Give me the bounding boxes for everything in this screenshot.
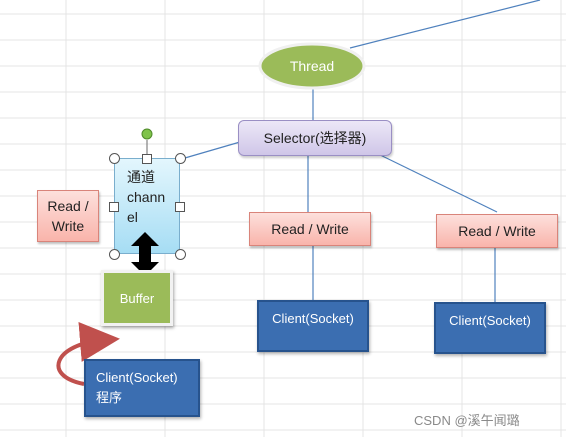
selector-channel-line [177, 141, 241, 161]
read-write-right-node: Read / Write [436, 214, 558, 248]
client-mid-label: Client(Socket) [272, 311, 354, 326]
client-left-line1: Client(Socket) [96, 370, 178, 385]
client-right-label: Client(Socket) [449, 313, 531, 328]
channel-label-1: chann [127, 189, 166, 205]
rw-right-label: Read / Write [458, 223, 536, 239]
thread-to-top-line [349, 0, 541, 49]
client-socket-program-node: Client(Socket) 程序 [84, 359, 200, 417]
buffer-node: Buffer [101, 270, 173, 326]
channel-label-cn: 通道 [127, 169, 155, 185]
selector-node: Selector(选择器) [238, 120, 392, 156]
channel-node[interactable]: 通道 chann el [114, 158, 180, 254]
thread-label: Thread [290, 58, 334, 74]
selection-handle[interactable] [109, 153, 120, 164]
selection-handle[interactable] [142, 154, 152, 164]
rw-left-line2: Write [51, 218, 85, 234]
selection-handle[interactable] [175, 202, 185, 212]
client-left-line2: 程序 [96, 390, 123, 405]
selection-handle[interactable] [109, 249, 120, 260]
client-socket-right-node: Client(Socket) [434, 302, 546, 354]
watermark: CSDN @溪午闻璐 [414, 413, 520, 428]
channel-label-2: el [127, 209, 138, 225]
read-write-left-node: Read / Write [37, 190, 99, 242]
rotate-handle [141, 128, 153, 140]
buffer-label: Buffer [119, 290, 155, 306]
selector-label: Selector(选择器) [263, 130, 367, 146]
curved-arrow [56, 321, 120, 386]
thread-node [258, 42, 366, 90]
read-write-mid-node: Read / Write [249, 212, 371, 246]
selector-rw-right-line [369, 149, 498, 213]
client-socket-mid-node: Client(Socket) [257, 300, 369, 352]
rw-mid-label: Read / Write [271, 221, 349, 237]
rw-left-line1: Read / [47, 198, 89, 214]
selection-handle[interactable] [175, 249, 186, 260]
selection-handle[interactable] [109, 202, 119, 212]
double-arrow-icon [131, 232, 159, 276]
selection-handle[interactable] [175, 153, 186, 164]
